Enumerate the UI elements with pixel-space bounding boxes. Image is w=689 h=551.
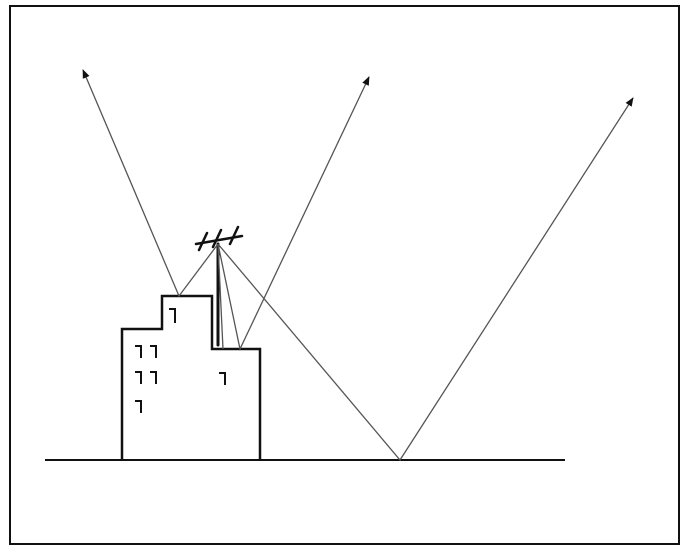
frame-border	[9, 5, 680, 545]
window	[150, 345, 157, 358]
ground-reflection-ray	[217, 97, 634, 462]
window	[150, 371, 157, 384]
window	[135, 400, 142, 413]
ledge-path	[217, 243, 224, 350]
antenna-element	[211, 228, 223, 249]
antenna-element	[197, 231, 209, 252]
window	[135, 371, 142, 384]
antenna-element	[228, 225, 240, 246]
stepped-building	[120, 294, 262, 460]
signal-rays	[82, 69, 634, 462]
building-windows	[135, 308, 226, 413]
roof-reflection-ray	[82, 69, 219, 298]
window	[219, 372, 226, 385]
window	[135, 345, 142, 358]
antenna-mast	[194, 225, 244, 347]
window	[169, 308, 176, 323]
wall-reflection-ray	[217, 76, 370, 352]
